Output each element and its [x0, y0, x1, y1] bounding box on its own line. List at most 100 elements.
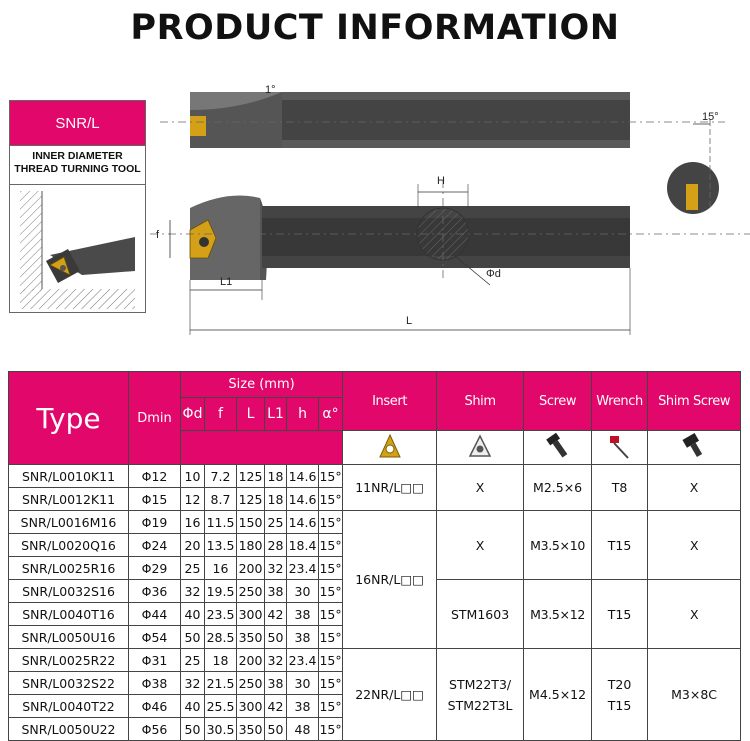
cell-h: 30 [286, 579, 319, 603]
shim-screw-icon-cell [647, 430, 742, 465]
cell-h: 48 [286, 717, 319, 741]
cell-dmin: Φ31 [128, 648, 181, 672]
header-f: f [204, 397, 237, 431]
cell-f: 7.2 [204, 464, 237, 488]
boring-application-illustration [20, 191, 135, 309]
front-view: H Φd f L1 L [150, 175, 750, 335]
cell-l1: 42 [264, 602, 287, 626]
cell-shim-screw-22: M3×8C [647, 648, 742, 741]
cell-diameter: 10 [180, 464, 205, 488]
cell-f: 18 [204, 648, 237, 672]
tool-code-label: SNR/L [10, 101, 145, 146]
cell-dmin: Φ46 [128, 694, 181, 718]
cell-wrench-11: T8 [591, 464, 649, 511]
f-dimension-label: f [156, 229, 160, 241]
cell-f: 25.5 [204, 694, 237, 718]
header-shim-screw: Shim Screw [647, 371, 742, 431]
cell-dmin: Φ29 [128, 556, 181, 580]
cell-alpha: 15° [317, 533, 344, 557]
cell-type: SNR/L0025R22 [8, 648, 129, 672]
cell-shim-16b: STM1603 [436, 579, 525, 649]
cell-type: SNR/L0032S16 [8, 579, 129, 603]
cell-l1: 28 [264, 533, 287, 557]
cell-alpha: 15° [317, 717, 344, 741]
cell-l1: 38 [264, 579, 287, 603]
shim-screw-icon [682, 432, 703, 458]
cell-diameter: 12 [180, 487, 205, 511]
cell-screw-11: M2.5×6 [523, 464, 593, 511]
cell-dmin: Φ38 [128, 671, 181, 695]
cell-h: 30 [286, 671, 319, 695]
cell-alpha: 15° [317, 487, 344, 511]
cell-insert-22: 22NR/L□□ [342, 648, 438, 741]
cell-dmin: Φ15 [128, 487, 181, 511]
cell-type: SNR/L0010K11 [8, 464, 129, 488]
cell-diameter: 32 [180, 579, 205, 603]
cell-length: 150 [236, 510, 265, 534]
cell-alpha: 15° [317, 671, 344, 695]
cell-wrench-16a: T15 [591, 510, 649, 580]
wrench-icon [609, 436, 629, 459]
cell-alpha: 15° [317, 648, 344, 672]
cell-length: 300 [236, 602, 265, 626]
wrench-icon-cell [591, 430, 649, 465]
end-view: 15° [667, 111, 719, 214]
cell-l1: 50 [264, 625, 287, 649]
cell-diameter: 50 [180, 717, 205, 741]
cell-f: 23.5 [204, 602, 237, 626]
cell-f: 28.5 [204, 625, 237, 649]
diameter-label: Φd [486, 268, 501, 280]
header-wrench: Wrench [591, 371, 649, 431]
cell-h: 18.4 [286, 533, 319, 557]
cell-l1: 32 [264, 556, 287, 580]
header-shim: Shim [436, 371, 525, 431]
cell-type: SNR/L0032S22 [8, 671, 129, 695]
insert-icon-cell [342, 430, 438, 465]
header-dmin: Dmin [128, 371, 181, 465]
cell-screw-16b: M3.5×12 [523, 579, 593, 649]
cell-dmin: Φ54 [128, 625, 181, 649]
cell-alpha: 15° [317, 556, 344, 580]
cell-type: SNR/L0012K11 [8, 487, 129, 511]
cell-insert-16: 16NR/L□□ [342, 510, 438, 649]
cell-diameter: 50 [180, 625, 205, 649]
screw-icon [545, 432, 567, 458]
cell-alpha: 15° [317, 579, 344, 603]
header-type: Type [8, 371, 129, 465]
l1-dimension-label: L1 [220, 276, 232, 288]
cell-dmin: Φ44 [128, 602, 181, 626]
cell-alpha: 15° [317, 625, 344, 649]
cell-f: 16 [204, 556, 237, 580]
cell-length: 200 [236, 556, 265, 580]
shim-icon-cell [436, 430, 525, 465]
cell-dmin: Φ56 [128, 717, 181, 741]
cell-length: 250 [236, 579, 265, 603]
cell-l1: 32 [264, 648, 287, 672]
header-insert: Insert [342, 371, 438, 431]
header-size-spacer [179, 430, 344, 465]
cell-length: 250 [236, 671, 265, 695]
cell-diameter: 40 [180, 694, 205, 718]
cell-h: 23.4 [286, 648, 319, 672]
cell-screw-22: M4.5×12 [523, 648, 593, 741]
header-diameter: Φd [180, 397, 205, 431]
h-dimension-label: H [437, 175, 445, 187]
wrench-22-line2: T15 [607, 697, 632, 713]
cell-dmin: Φ19 [128, 510, 181, 534]
cell-l1: 38 [264, 671, 287, 695]
header-size: Size (mm) [179, 371, 344, 398]
tool-description-line1: INNER DIAMETER [32, 150, 123, 162]
cell-alpha: 15° [317, 464, 344, 488]
cell-type: SNR/L0050U22 [8, 717, 129, 741]
cell-type: SNR/L0025R16 [8, 556, 129, 580]
cell-shim-22: STM22T3/STM22T3L [436, 648, 525, 741]
cell-diameter: 25 [180, 648, 205, 672]
tool-label-box: SNR/L INNER DIAMETER THREAD TURNING TOOL [9, 100, 146, 313]
